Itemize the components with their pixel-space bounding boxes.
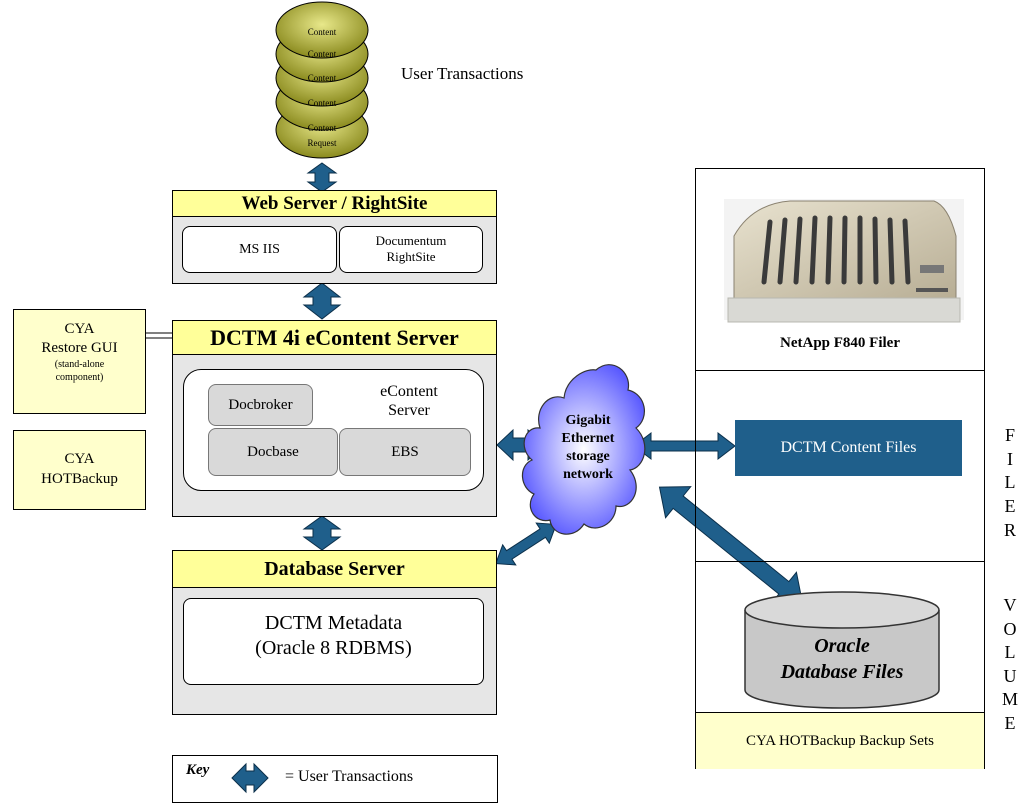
web-server-header: Web Server / RightSite — [172, 190, 497, 217]
econtent-server-panel: Docbroker Docbase EBS eContent Server — [172, 354, 497, 517]
econtent-label-line: eContent — [380, 383, 438, 400]
dctm-metadata-line: (Oracle 8 RDBMS) — [255, 637, 412, 659]
network-label-line: Ethernet — [561, 431, 615, 446]
network-label-line: Gigabit — [565, 413, 611, 428]
database-server-panel: DCTM Metadata (Oracle 8 RDBMS) — [172, 587, 497, 715]
rightsite-line: RightSite — [386, 249, 436, 264]
key-title: Key — [186, 762, 210, 778]
cya-hotbackup-line: HOTBackup — [41, 471, 118, 487]
dctm-metadata-box: DCTM Metadata (Oracle 8 RDBMS) — [183, 598, 484, 685]
content-request-line: Request — [307, 138, 337, 148]
key-legend-box: Key = User Transactions — [172, 755, 498, 803]
econtent-server-label: eContent Server — [354, 382, 464, 420]
user-transactions-label: User Transactions — [401, 64, 524, 83]
vertical-letter: U — [1003, 665, 1017, 686]
cya-hotbackup-box: CYA HOTBackup — [13, 430, 146, 510]
vertical-letter: I — [1007, 448, 1013, 469]
filer-volume-divider — [695, 561, 985, 562]
econtent-label-line: Server — [388, 402, 430, 419]
vertical-letter: O — [1003, 618, 1017, 639]
arrow-content-to-web — [306, 162, 338, 193]
vertical-letter: R — [1003, 519, 1016, 540]
content-request-line: Content — [307, 123, 337, 133]
content-stack-item: Content — [307, 73, 337, 83]
arrow-web-to-econtent — [302, 282, 342, 320]
econtent-inner-panel: Docbroker Docbase EBS eContent Server — [183, 369, 484, 491]
cya-restore-note: (stand-alone — [54, 359, 105, 370]
cya-hotbackup-line: CYA — [64, 451, 95, 467]
web-server-panel: MS IIS Documentum RightSite — [172, 216, 497, 284]
econtent-server-header: DCTM 4i eContent Server — [172, 320, 497, 355]
dctm-metadata-line: DCTM Metadata — [264, 612, 403, 634]
filer-volume-divider — [695, 712, 985, 713]
content-stack-item: Content — [307, 27, 337, 37]
vertical-letter: L — [1004, 472, 1016, 493]
netapp-filer-label: NetApp F840 Filer — [696, 328, 984, 358]
cya-backup-sets-box: CYA HOTBackup Backup Sets — [696, 713, 984, 769]
vertical-letter: E — [1004, 496, 1016, 517]
vertical-letter: L — [1004, 642, 1016, 662]
docbase-box: Docbase — [208, 428, 338, 476]
key-label: = User Transactions — [285, 768, 414, 785]
rightsite-line: Documentum — [375, 233, 447, 248]
vertical-letter: V — [1003, 595, 1017, 615]
netapp-filer-image — [724, 199, 964, 323]
ms-iis-box: MS IIS — [182, 226, 337, 273]
key-arrow — [231, 762, 269, 794]
network-label-line: storage — [566, 449, 610, 464]
cya-restore-note: component) — [55, 372, 104, 383]
network-cloud-label: Gigabit Ethernet storage network — [548, 412, 628, 484]
content-stack-item: Content — [307, 98, 337, 108]
content-stack-graphic — [275, 1, 369, 159]
oracle-label-line: Oracle — [814, 635, 870, 657]
ebs-box: EBS — [339, 428, 471, 476]
docbroker-box: Docbroker — [208, 384, 313, 426]
arrow-econtent-to-db — [302, 515, 342, 551]
vertical-letter: E — [1004, 712, 1016, 733]
vertical-filer-label: F I L E R — [998, 424, 1022, 543]
vertical-letter: M — [1001, 689, 1018, 709]
oracle-database-label: Oracle Database Files — [745, 633, 939, 685]
network-label-line: network — [563, 467, 613, 482]
vertical-letter: F — [1004, 425, 1015, 445]
network-cloud — [521, 364, 646, 535]
content-stack-item: Content — [307, 49, 337, 59]
rightsite-box: Documentum RightSite — [339, 226, 483, 273]
oracle-label-line: Database Files — [780, 661, 904, 683]
oracle-database-cylinder — [744, 591, 940, 709]
cya-restore-line: CYA — [64, 321, 95, 337]
vertical-volume-label: V O L U M E — [998, 594, 1022, 735]
cya-restore-line: Restore GUI — [41, 340, 118, 356]
dctm-content-files-box: DCTM Content Files — [735, 420, 962, 476]
database-server-header: Database Server — [172, 550, 497, 588]
cya-restore-gui-box: CYA Restore GUI (stand-alone component) — [13, 309, 146, 414]
